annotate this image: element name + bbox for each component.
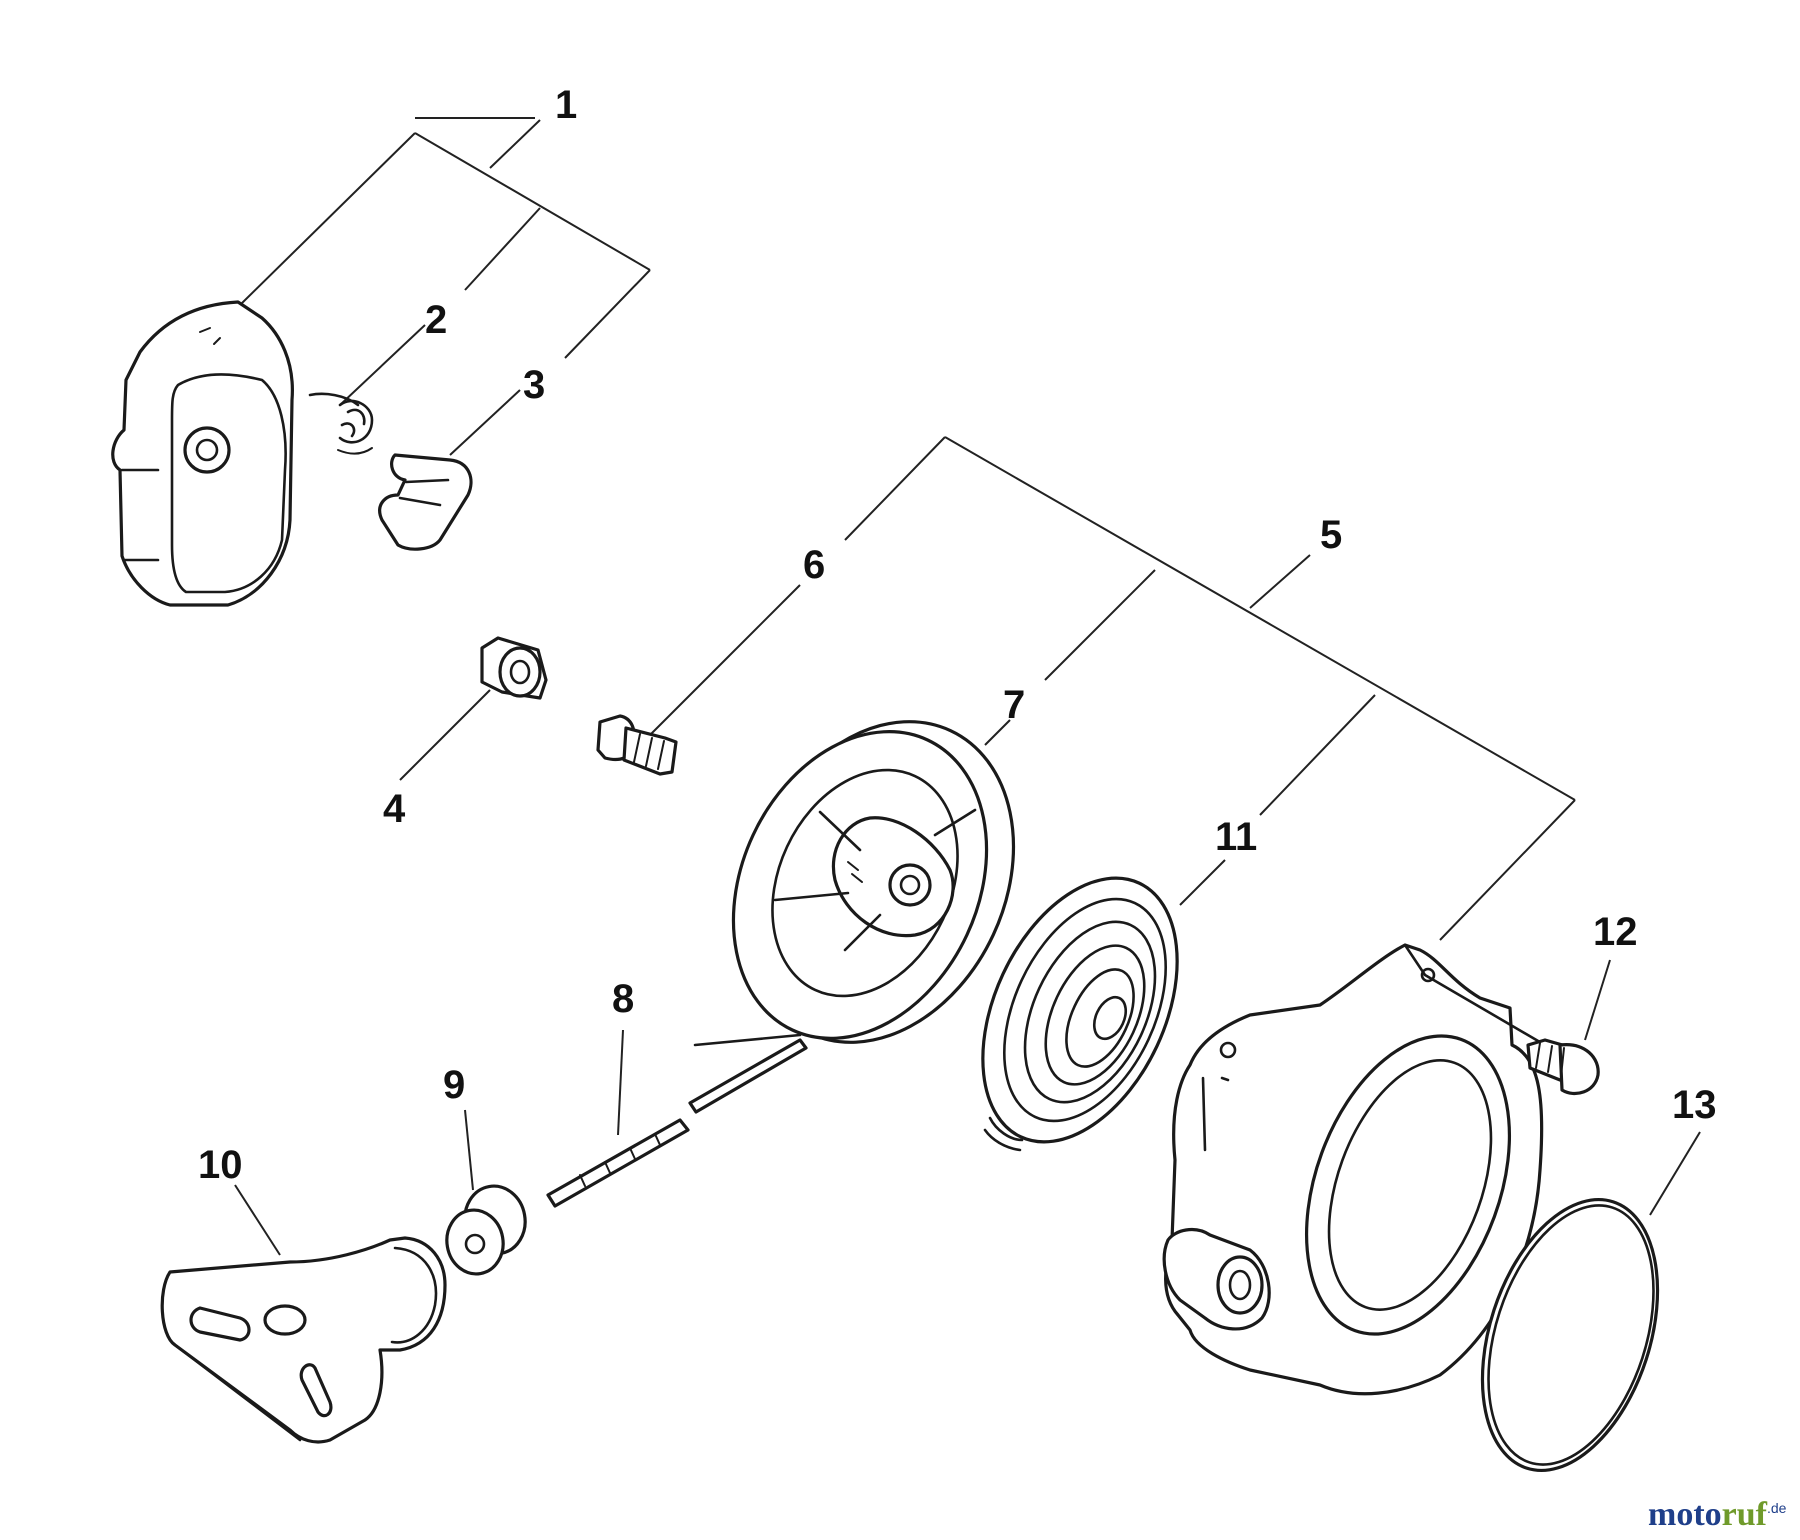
watermark-logo: motoruf.de <box>1648 1496 1787 1533</box>
part-4-collar <box>480 636 548 700</box>
callout-13: 13 <box>1672 1083 1717 1127</box>
leader-8 <box>617 1029 624 1136</box>
callout-8: 8 <box>612 977 634 1021</box>
callout-6: 6 <box>803 543 825 587</box>
callout-7: 7 <box>1003 683 1025 727</box>
leader-11 <box>1179 859 1226 906</box>
leader-5-bracket <box>944 436 1576 801</box>
callout-labels: 1 2 3 4 5 6 7 8 9 10 11 12 13 <box>198 83 1717 1187</box>
leader-13 <box>1649 1131 1701 1216</box>
callout-9: 9 <box>443 1063 465 1107</box>
leader-7 <box>984 719 1011 746</box>
leader-9 <box>464 1109 474 1191</box>
part-3-ratchet-pawl <box>378 453 473 551</box>
callout-10: 10 <box>198 1143 243 1187</box>
leader-2 <box>339 324 426 406</box>
part-7-reel <box>731 720 1016 1044</box>
leader-12 <box>1584 959 1611 1041</box>
leader-5 <box>1249 554 1311 609</box>
part-12-screw <box>1526 1038 1600 1096</box>
part-6-bolt <box>596 714 678 776</box>
leader-4 <box>399 689 491 781</box>
leader-3 <box>449 389 521 456</box>
callout-3: 3 <box>523 363 545 407</box>
part-10-handle <box>160 1236 447 1444</box>
leader-1-branch-2 <box>464 207 541 291</box>
callout-4: 4 <box>383 787 406 831</box>
leader-5-branch-11 <box>1259 694 1376 816</box>
leader-lines <box>234 117 1701 1256</box>
leader-5-branch-6 <box>844 436 946 541</box>
callout-12: 12 <box>1593 910 1638 954</box>
part-13-gasket <box>1480 1197 1660 1473</box>
part-1-pulley-cover <box>111 300 294 607</box>
leader-1-bracket <box>414 132 651 271</box>
leader-10 <box>234 1184 281 1256</box>
leader-1-branch-3 <box>564 269 651 359</box>
leader-1-top <box>489 119 541 169</box>
callout-11: 11 <box>1215 815 1257 859</box>
leader-1-to-cover <box>239 132 416 306</box>
leader-5-branch-7 <box>1044 569 1156 681</box>
callout-2: 2 <box>425 298 447 342</box>
callout-1: 1 <box>555 83 577 127</box>
leader-5-branch-case <box>1439 799 1576 941</box>
part-2-spring <box>308 392 374 455</box>
watermark-text: motoruf.de <box>1648 1496 1787 1533</box>
part-5-starter-case <box>1162 943 1547 1396</box>
leader-6 <box>639 584 801 746</box>
part-8-rope <box>546 1033 808 1208</box>
part-9-rope-guide <box>445 1184 527 1276</box>
callout-5: 5 <box>1320 513 1342 557</box>
part-11-recoil-spring <box>981 876 1179 1152</box>
